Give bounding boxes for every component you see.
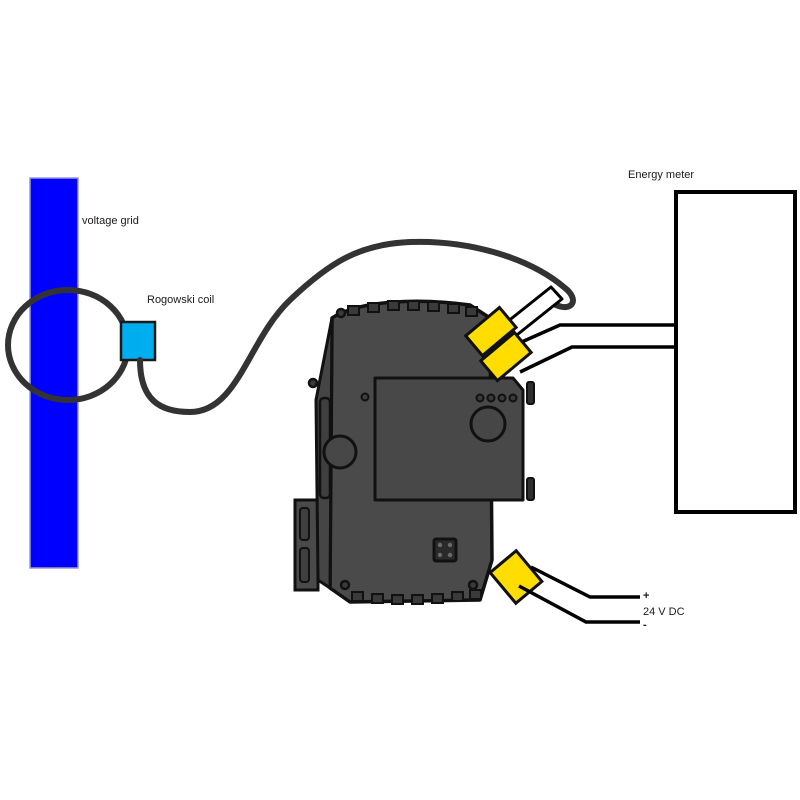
- din-bracket-slot-lower: [299, 547, 310, 583]
- top-vent-slots: [347, 300, 478, 317]
- terminal-block-middle[interactable]: [478, 330, 534, 383]
- bottom-vent-slots: [351, 589, 482, 605]
- device-screw-bottom-right: [467, 579, 479, 591]
- terminal-block-upper[interactable]: [463, 305, 519, 358]
- device-right-slot-upper: [526, 381, 535, 405]
- meter-wire-upper: [507, 323, 676, 350]
- status-leds: [475, 393, 518, 403]
- device-screw-top-left: [335, 307, 347, 319]
- device-screw-side: [307, 377, 319, 389]
- measuring-device: [293, 299, 535, 605]
- device-right-slot-lower: [526, 477, 535, 501]
- rogowski-cable: [137, 238, 576, 416]
- meter-wire-lower: [519, 345, 676, 374]
- supply-voltage-label: 24 V DC: [643, 606, 685, 618]
- terminal-middle-body[interactable]: [478, 330, 534, 383]
- polarity-negative-label: -: [643, 619, 647, 631]
- energy-meter-label: Energy meter: [628, 169, 694, 181]
- energy-meter-box[interactable]: [674, 190, 797, 514]
- rogowski-sensor-block: [119, 320, 157, 362]
- four-pin-connector: [432, 537, 458, 563]
- voltage-grid-label: voltage grid: [82, 215, 139, 227]
- device-screw-front: [360, 392, 370, 402]
- power-wire-positive: [530, 565, 640, 599]
- device-side-port: [322, 434, 358, 470]
- device-rotary-knob[interactable]: [469, 405, 507, 443]
- rogowski-coil-label: Rogowski coil: [147, 294, 214, 306]
- din-bracket-slot-upper: [299, 507, 310, 541]
- terminal-upper-body[interactable]: [463, 305, 519, 358]
- device-screw-bottom-left: [339, 579, 351, 591]
- polarity-positive-label: +: [643, 590, 649, 602]
- power-wire-negative: [518, 584, 640, 624]
- voltage-grid-bar: [29, 177, 79, 569]
